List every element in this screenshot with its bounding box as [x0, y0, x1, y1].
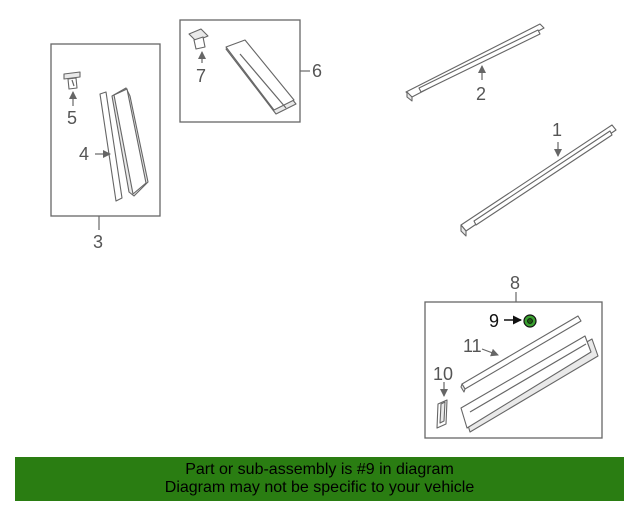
banner-line-1: Part or sub-assembly is #9 in diagram [185, 461, 454, 478]
moulding-part-1: 1 [460, 120, 617, 237]
callout-3: 3 [93, 232, 103, 252]
group-6: 6 7 [179, 19, 322, 123]
callout-4: 4 [79, 144, 89, 164]
callout-2: 2 [476, 84, 486, 104]
clip-part-9 [523, 314, 537, 328]
clip-part-7 [188, 28, 209, 50]
group-3-box [50, 43, 161, 217]
callout-11: 11 [463, 336, 482, 356]
callout-10: 10 [433, 364, 453, 384]
callout-6: 6 [312, 61, 322, 81]
callout-9: 9 [489, 311, 499, 331]
callout-7: 7 [196, 66, 206, 86]
info-banner: Part or sub-assembly is #9 in diagram Di… [15, 457, 624, 501]
moulding-part-11 [460, 315, 582, 393]
clip-part-5 [63, 71, 81, 90]
callout-8: 8 [510, 273, 520, 293]
parts-diagram: 3 5 4 6 7 [50, 19, 617, 439]
moulding-part-2: 2 [405, 23, 545, 104]
pillar-garnish-part-4 [99, 87, 149, 202]
callout-5: 5 [67, 108, 77, 128]
group-8: 8 9 11 10 [424, 273, 603, 439]
banner-line-2: Diagram may not be specific to your vehi… [164, 479, 475, 496]
group-8-box [424, 301, 603, 439]
trim-part-10 [436, 399, 448, 429]
garnish-part-6 [225, 39, 297, 115]
callout-1: 1 [552, 120, 562, 140]
group-3: 3 5 4 [50, 43, 161, 252]
door-moulding-panel [460, 335, 599, 433]
